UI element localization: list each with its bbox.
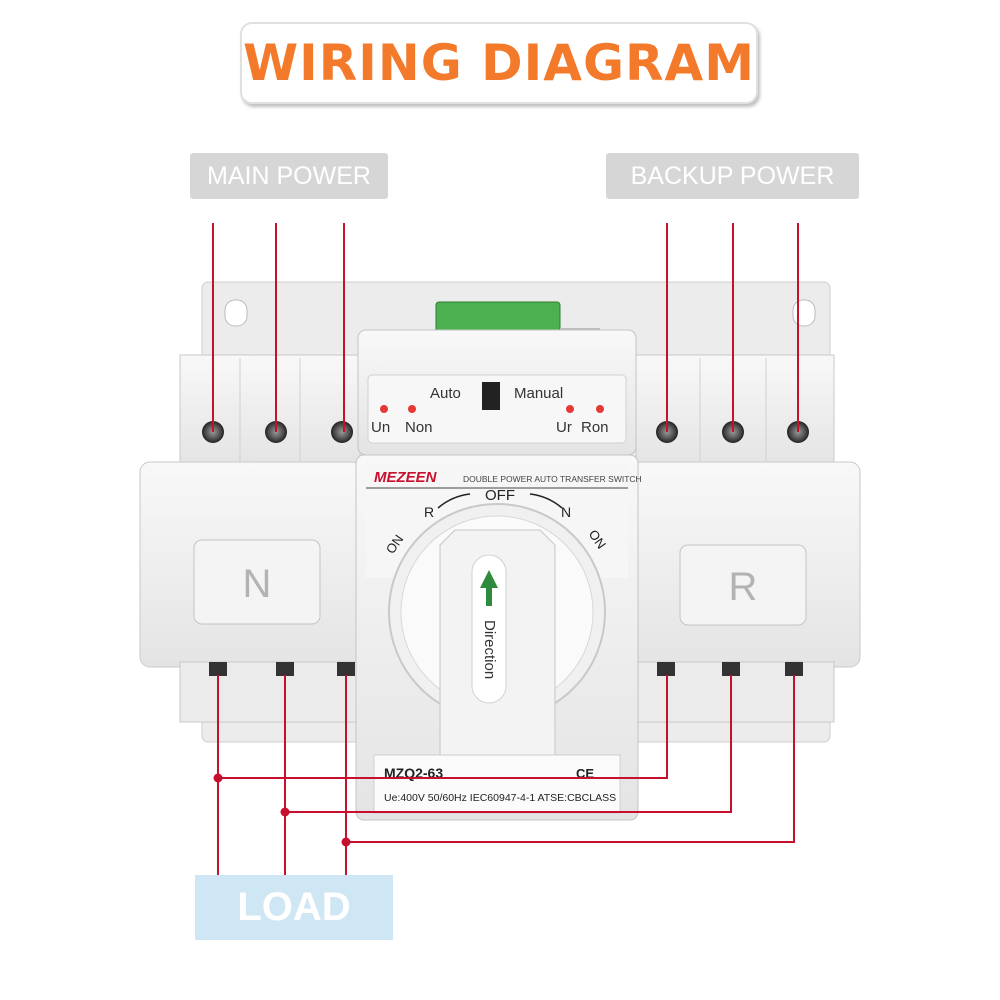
junction-dot-icon xyxy=(341,837,351,847)
controller-unit: Auto Manual Un Non Ur Ron xyxy=(357,329,637,456)
dial-off-label: OFF xyxy=(485,487,515,504)
title-box: WIRING DIAGRAM xyxy=(240,22,758,104)
panel-r xyxy=(679,544,807,626)
load-label: LOAD xyxy=(195,875,393,940)
led-non-icon xyxy=(408,405,416,413)
wire-bridge-3 xyxy=(346,675,795,843)
mode-manual-label: Manual xyxy=(514,385,563,402)
switch-body: MEZEEN DOUBLE POWER AUTO TRANSFER SWITCH… xyxy=(355,454,642,821)
device-subtitle: DOUBLE POWER AUTO TRANSFER SWITCH xyxy=(463,474,642,484)
panel-n-label: N xyxy=(243,562,272,606)
spec-label xyxy=(373,754,621,814)
spec-text: Ue:400V 50/60Hz IEC60947-4-1 ATSE:CBCLAS… xyxy=(384,792,616,804)
mount-hole-right xyxy=(792,299,816,327)
breaker-bodies: N R xyxy=(139,461,861,668)
led-ur-label: Ur xyxy=(556,419,572,436)
arrow-right-icon xyxy=(529,493,563,509)
led-un-label: Un xyxy=(371,419,390,436)
brand-logo: MEZEEN xyxy=(374,469,438,486)
page-title: WIRING DIAGRAM xyxy=(243,34,755,92)
direction-arrow-icon xyxy=(480,570,498,606)
junction-dot-icon xyxy=(213,773,223,783)
junction-dot-icon xyxy=(280,807,290,817)
backup-power-label: BACKUP POWER xyxy=(606,153,859,199)
led-non-label: Non xyxy=(405,419,433,436)
panel-r-label: R xyxy=(729,565,758,609)
wiring-lines xyxy=(212,223,799,875)
main-power-label: MAIN POWER xyxy=(190,153,388,199)
dial-r-label: R xyxy=(424,504,434,520)
led-ur-icon xyxy=(566,405,574,413)
panel-n xyxy=(193,539,321,625)
led-ron-label: Ron xyxy=(581,419,609,436)
lower-terminals xyxy=(179,661,835,723)
wire-bridge-2 xyxy=(285,675,732,813)
wire-bridge-1 xyxy=(218,675,668,779)
handle-direction-label: Direction xyxy=(481,620,498,679)
led-un-icon xyxy=(380,405,388,413)
screw-icon xyxy=(331,421,353,443)
mount-hole-left xyxy=(224,299,248,327)
arrow-left-icon xyxy=(437,493,471,509)
led-ron-icon xyxy=(596,405,604,413)
mode-auto-label: Auto xyxy=(430,385,461,402)
dial-n-label: N xyxy=(561,504,571,520)
upper-terminals xyxy=(179,354,835,466)
junction-dots xyxy=(213,773,351,847)
mode-switch xyxy=(482,382,500,410)
